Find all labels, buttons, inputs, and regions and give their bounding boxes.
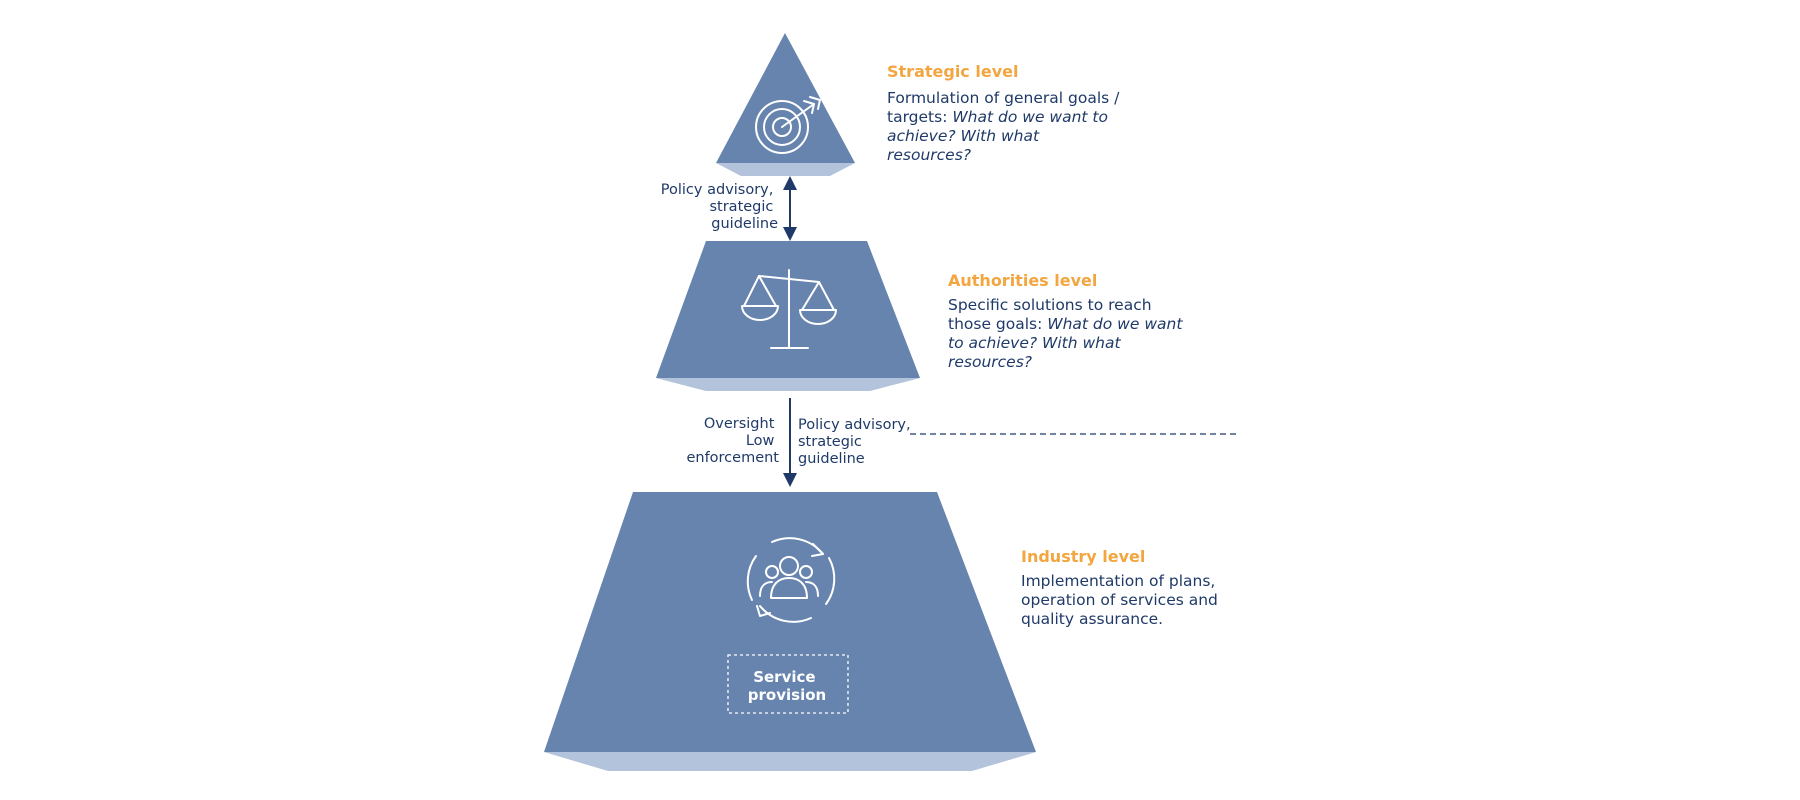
authorities-level-heading: Authorities level bbox=[948, 271, 1097, 290]
target-icon bbox=[755, 96, 821, 154]
authorities-shape-shadow bbox=[656, 378, 920, 391]
strategic-level-heading: Strategic level bbox=[887, 62, 1018, 81]
people-cycle-icon bbox=[746, 537, 836, 623]
scales-icon bbox=[741, 269, 837, 349]
industry-level-description: Implementation of plans, operation of se… bbox=[1021, 572, 1223, 628]
industry-level-shape bbox=[544, 492, 1036, 771]
strategic-shape-shadow bbox=[716, 163, 855, 176]
oversight-label: Oversight Low enforcement bbox=[686, 416, 779, 466]
authorities-level-description: Specific solutions to reach those goals:… bbox=[948, 296, 1187, 371]
strategic-triangle bbox=[716, 33, 855, 163]
strategic-level-shape bbox=[716, 33, 855, 176]
strategic-level-description: Formulation of general goals / targets: … bbox=[887, 89, 1124, 164]
industry-shape-shadow bbox=[544, 752, 1036, 771]
bottom-policy-label: Policy advisory, strategic guideline bbox=[798, 417, 915, 467]
service-provision-box bbox=[727, 654, 849, 714]
service-provision-label: Service provision bbox=[748, 668, 826, 704]
industry-level-heading: Industry level bbox=[1021, 547, 1145, 566]
top-connector-label: Policy advisory, strategic guideline bbox=[661, 182, 778, 232]
